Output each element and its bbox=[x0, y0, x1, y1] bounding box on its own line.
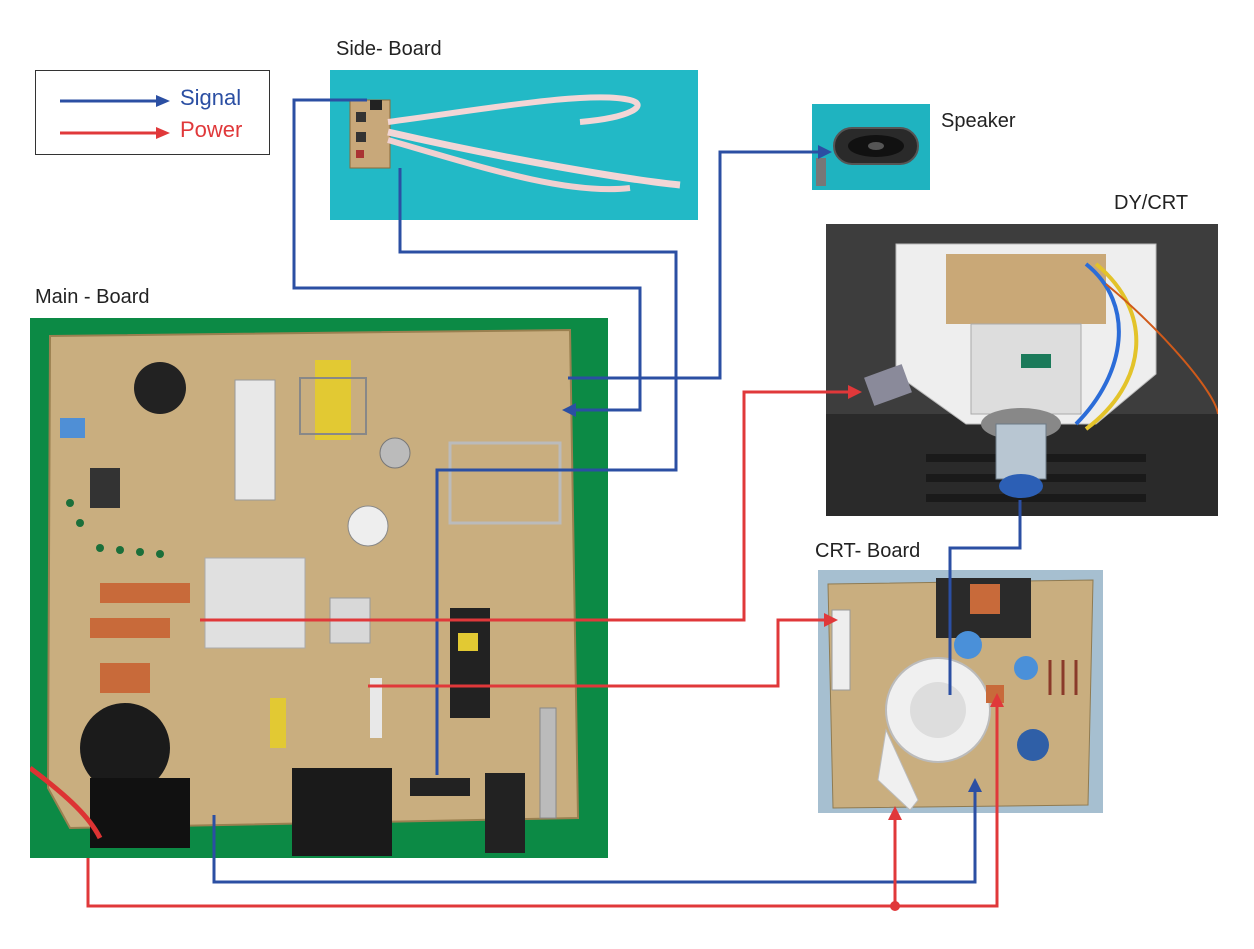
main-board-photo bbox=[30, 318, 608, 858]
side-board-photo bbox=[330, 70, 698, 220]
arrow-to-main-signal-icon bbox=[562, 403, 576, 417]
arrow-to-crt-power-2-icon bbox=[990, 693, 1004, 707]
dy-crt-photo bbox=[826, 224, 1218, 516]
legend-signal-label: Signal bbox=[180, 85, 242, 110]
power-line-main-to-crt-board bbox=[368, 618, 826, 688]
arrow-to-crt-power-3-icon bbox=[888, 806, 902, 820]
arrow-to-dy-power-icon bbox=[848, 385, 862, 399]
dy-crt-illustration bbox=[826, 224, 1218, 516]
main-board-illustration bbox=[30, 328, 580, 856]
power-line-main-to-crt-board-2 bbox=[86, 705, 999, 908]
signal-line-main-to-speaker bbox=[568, 150, 820, 380]
crt-board-label: CRT- Board bbox=[815, 540, 921, 562]
speaker-icon bbox=[816, 127, 919, 186]
power-line-main-to-dy bbox=[200, 390, 850, 622]
signal-arrow-icon bbox=[60, 95, 170, 107]
crt-board-illustration bbox=[827, 578, 1094, 811]
arrow-to-crt-power-icon bbox=[824, 613, 838, 627]
dy-crt-label: DY/CRT bbox=[1114, 192, 1189, 214]
signal-line-main-to-crt-board bbox=[212, 790, 977, 884]
signal-line-side-board-to-main-2 bbox=[398, 168, 678, 775]
legend-power-label: Power bbox=[180, 117, 243, 142]
arrowheads bbox=[562, 145, 1004, 911]
legend: Signal Power bbox=[35, 70, 270, 155]
crt-board-photo bbox=[818, 570, 1103, 813]
signal-line-side-board-to-main bbox=[292, 98, 642, 412]
main-board-label: Main - Board bbox=[35, 286, 150, 308]
side-board-illustration bbox=[349, 94, 681, 193]
speaker-label: Speaker bbox=[941, 110, 1016, 132]
signal-line-crt-board-to-dy bbox=[948, 500, 1022, 695]
arrow-to-crt-signal-icon bbox=[968, 778, 982, 792]
power-arrow-icon bbox=[60, 127, 170, 139]
side-board-label: Side- Board bbox=[336, 38, 442, 60]
junction-dot bbox=[890, 901, 900, 911]
arrow-to-speaker-icon bbox=[818, 145, 832, 159]
speaker-photo bbox=[812, 104, 930, 190]
